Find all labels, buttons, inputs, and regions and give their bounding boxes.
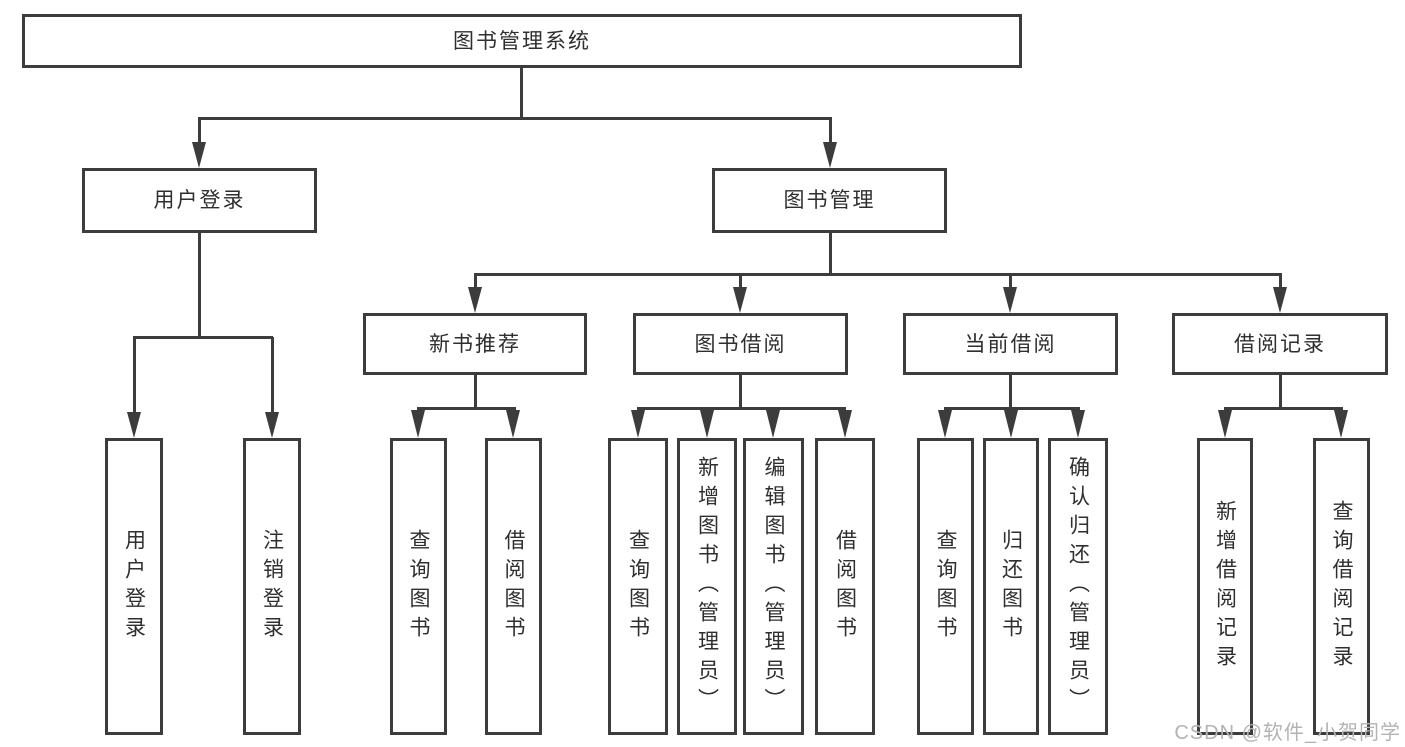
connector-level2-rail [198, 117, 832, 120]
arrowhead-newbook-borrow [506, 410, 520, 438]
leaf-newbook-query-books-label: 查询图书 [407, 528, 430, 645]
arrowhead-newbook-query [411, 410, 425, 438]
arrowhead-current-borrow [1003, 287, 1017, 313]
leaf-bb-add-books-admin: 新增图书（管理员） [677, 438, 737, 735]
connector-records-rail [1224, 407, 1343, 410]
leaf-bb-edit-books-admin-label: 编辑图书（管理员） [762, 456, 785, 717]
connector-newbook-stem [474, 374, 477, 408]
arrowhead-leaf-login [127, 412, 141, 438]
node-root: 图书管理系统 [22, 14, 1022, 68]
connector-drop-current-borrow [1009, 275, 1012, 289]
leaf-logout: 注销登录 [243, 438, 301, 735]
connector-drop-borrow-records [1279, 275, 1282, 289]
leaf-cb-return-books-label: 归还图书 [999, 528, 1023, 645]
leaf-newbook-query-books: 查询图书 [390, 438, 447, 735]
connector-records-stem [1279, 374, 1282, 408]
leaf-bb-add-books-admin-label: 新增图书（管理员） [695, 456, 719, 717]
connector-drop-book-management [829, 118, 832, 145]
connector-bookborrow-rail [637, 407, 846, 410]
leaf-newbook-borrow-books: 借阅图书 [485, 438, 542, 735]
node-current-borrow: 当前借阅 [903, 313, 1118, 375]
leaf-rec-add-borrow-record: 新增借阅记录 [1197, 438, 1253, 735]
leaf-newbook-borrow-books-label: 借阅图书 [502, 528, 525, 645]
leaf-user-login: 用户登录 [105, 438, 163, 735]
leaf-rec-add-borrow-record-label: 新增借阅记录 [1213, 499, 1237, 674]
arrowhead-borrow-records [1273, 287, 1287, 313]
connector-currentborrow-rail [944, 407, 1080, 410]
arrowhead-rec-query [1334, 410, 1348, 438]
arrowhead-bb-edit [766, 410, 780, 438]
leaf-bb-query-books: 查询图书 [608, 438, 668, 735]
arrowhead-leaf-logout [265, 412, 279, 438]
arrowhead-user-login [192, 142, 206, 168]
leaf-cb-confirm-return-admin-label: 确认归还（管理员） [1066, 456, 1090, 717]
leaf-user-login-label: 用户登录 [122, 528, 146, 645]
leaf-bb-query-books-label: 查询图书 [626, 528, 650, 645]
connector-userlogin-stem [198, 232, 201, 338]
connector-drop-book-borrow [739, 275, 742, 289]
arrowhead-cb-return [1004, 410, 1018, 438]
connector-newbook-rail [417, 407, 516, 410]
node-book-management: 图书管理 [712, 168, 947, 233]
arrowhead-rec-add [1218, 410, 1232, 438]
leaf-logout-label: 注销登录 [260, 528, 284, 645]
arrowhead-bb-borrow [838, 410, 852, 438]
node-new-book-recommend: 新书推荐 [363, 313, 587, 375]
node-borrow-records: 借阅记录 [1172, 313, 1388, 375]
connector-drop-user-login [198, 118, 201, 145]
arrowhead-cb-confirm [1071, 410, 1085, 438]
arrowhead-book-management [823, 142, 837, 168]
leaf-cb-query-books: 查询图书 [917, 438, 974, 735]
connector-level3-rail [474, 273, 1282, 276]
arrowhead-cb-query [938, 410, 952, 438]
leaf-cb-return-books: 归还图书 [983, 438, 1039, 735]
leaf-cb-confirm-return-admin: 确认归还（管理员） [1048, 438, 1108, 735]
leaf-bb-borrow-books: 借阅图书 [815, 438, 875, 735]
connector-drop-leaf-logout [271, 337, 274, 414]
arrowhead-book-borrow [733, 287, 747, 313]
arrowhead-bb-query [631, 410, 645, 438]
connector-currentborrow-stem [1009, 374, 1012, 408]
connector-root-stem [520, 67, 523, 118]
node-book-borrow: 图书借阅 [633, 313, 848, 375]
leaf-bb-edit-books-admin: 编辑图书（管理员） [743, 438, 804, 735]
connector-drop-new-book [474, 275, 477, 289]
leaf-rec-query-borrow-record: 查询借阅记录 [1313, 438, 1370, 735]
csdn-watermark: CSDN @软件_小贺同学 [1174, 722, 1401, 744]
connector-bookborrow-stem [739, 374, 742, 408]
connector-bookmgmt-stem [829, 232, 832, 274]
leaf-cb-query-books-label: 查询图书 [934, 528, 957, 645]
node-user-login-branch: 用户登录 [82, 168, 317, 233]
arrowhead-bb-add [700, 410, 714, 438]
leaf-bb-borrow-books-label: 借阅图书 [833, 528, 857, 645]
connector-userlogin-rail [133, 336, 273, 339]
arrowhead-new-book [468, 287, 482, 313]
connector-drop-leaf-login [133, 337, 136, 414]
leaf-rec-query-borrow-record-label: 查询借阅记录 [1330, 499, 1353, 674]
